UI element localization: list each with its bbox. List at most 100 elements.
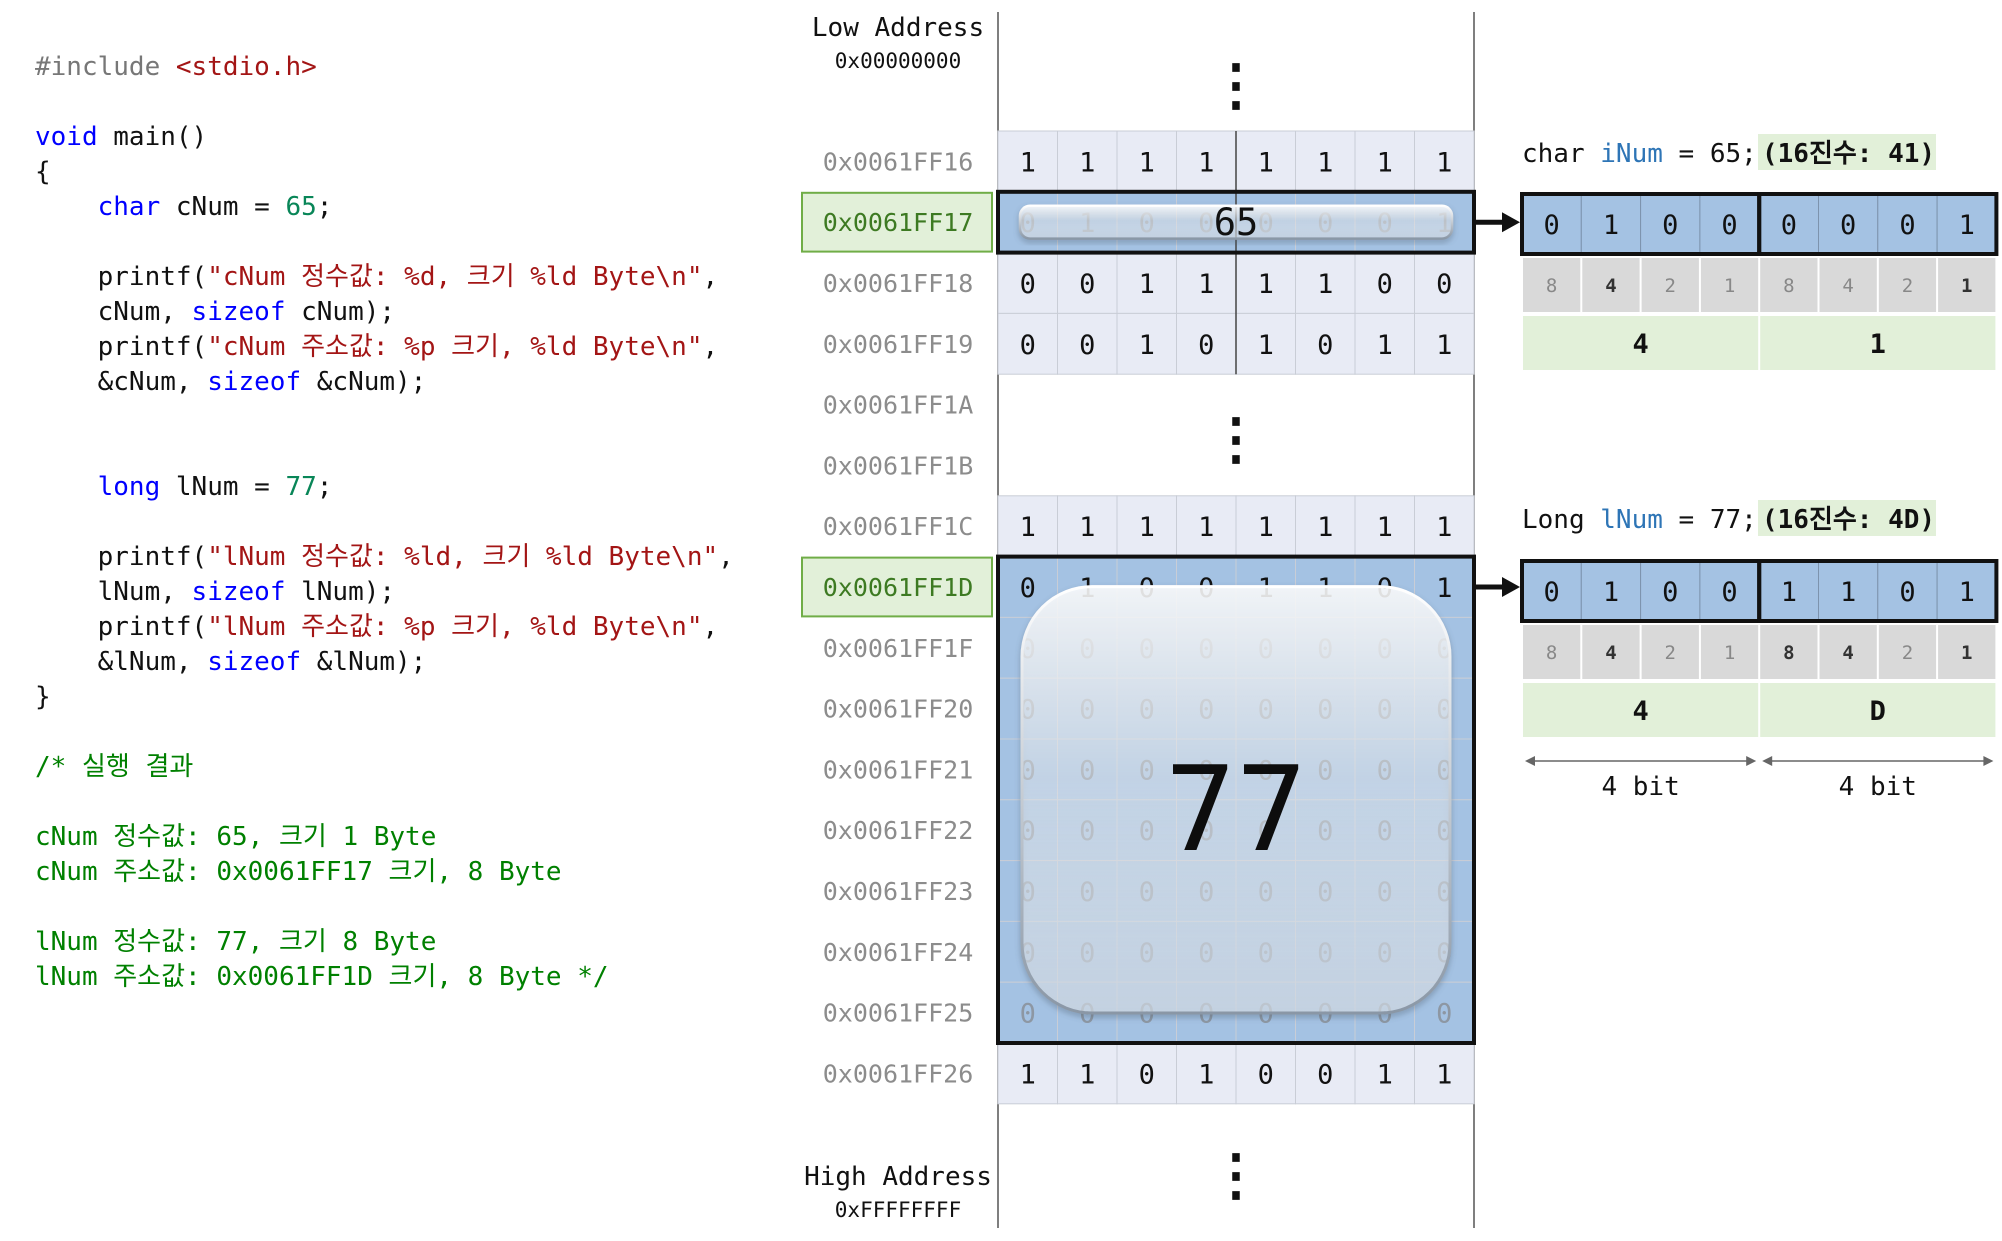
- code-line: #include <stdio.h>: [35, 50, 734, 85]
- code-token: sizeof: [191, 577, 286, 607]
- memory-bit-label: 1: [1317, 147, 1333, 178]
- code-token: sizeof: [191, 297, 286, 327]
- memory-ellipsis: ⋮: [1208, 53, 1264, 118]
- bit-weight-label: 4: [1842, 642, 1853, 664]
- bit-weight-label: 1: [1724, 275, 1735, 297]
- memory-address-label: 0x0061FF1A: [823, 391, 974, 420]
- binary-bit-label: 1: [1603, 210, 1619, 241]
- code-line: cNum, sizeof cNum);: [35, 295, 734, 330]
- binary-bit-cell: [1877, 560, 1938, 622]
- memory-address-label: 0x0061FF1C: [823, 512, 974, 541]
- memory-bit-label: 1: [1139, 147, 1155, 178]
- code-token: main(): [97, 122, 208, 152]
- memory-bit-label: 1: [1079, 147, 1095, 178]
- high-address-label: High Address: [804, 1162, 992, 1192]
- binary-bit-label: 1: [1959, 210, 1975, 241]
- binary-bit-label: 0: [1899, 210, 1915, 241]
- memory-bit-label: 1: [1377, 1059, 1393, 1090]
- declaration-token: Long: [1522, 505, 1600, 535]
- binary-bit-cell: [1640, 193, 1701, 255]
- memory-address-label: 0x0061FF1F: [823, 634, 974, 663]
- memory-bit-label: 1: [1198, 269, 1214, 300]
- bit-weight-cell: [1760, 258, 1818, 312]
- memory-bit-cell: [1235, 252, 1296, 314]
- bit-weight-cell: [1582, 625, 1640, 679]
- memory-bit-label: 1: [1377, 330, 1393, 361]
- memory-bit-label: 0: [1020, 330, 1036, 361]
- code-token: 77: [285, 472, 317, 502]
- memory-address-label: 0x0061FF23: [823, 877, 974, 906]
- nibble-value-cell: [1760, 316, 1996, 370]
- low-address-value: 0x00000000: [835, 49, 961, 73]
- memory-bit-label: 1: [1139, 330, 1155, 361]
- long-block-frame: [996, 554, 1476, 1045]
- nibble-value-label: 4: [1632, 329, 1648, 360]
- code-token: printf(: [35, 542, 208, 572]
- high-address-value: 0xFFFFFFFF: [835, 1198, 961, 1222]
- pointer-arrowhead: [1502, 577, 1520, 597]
- code-token: cNum 주소값: 0x0061FF17 크기, 8 Byte: [35, 857, 562, 887]
- code-token: ,: [702, 262, 719, 292]
- bit-weight-cell: [1938, 625, 1996, 679]
- memory-bit-cell: [1295, 252, 1356, 314]
- binary-bit-label: 0: [1662, 210, 1678, 241]
- address-highlight-box: [801, 556, 993, 618]
- code-token: 65: [285, 192, 317, 222]
- memory-bit-cell: [1176, 312, 1237, 375]
- bit-weight-cell: [1878, 258, 1937, 312]
- long-value-glass: [1020, 585, 1452, 1015]
- memory-bit-label: 1: [1436, 512, 1452, 543]
- binary-bit-label: 1: [1781, 577, 1797, 608]
- declaration-token: = 77;: [1663, 505, 1757, 535]
- code-token: printf(: [35, 612, 208, 642]
- memory-bit-cell: [1057, 252, 1118, 314]
- nibble-value-cell: [1523, 316, 1759, 370]
- code-token: char: [97, 192, 161, 222]
- bit-width-label: 4 bit: [1601, 772, 1679, 802]
- memory-bit-label: 1: [1079, 512, 1095, 543]
- declaration-token: char: [1522, 139, 1600, 169]
- memory-address-label: 0x0061FF1D: [823, 573, 974, 602]
- code-token: printf(: [35, 332, 208, 362]
- bit-width-label: 4 bit: [1839, 772, 1917, 802]
- code-token: ;: [316, 472, 333, 502]
- code-line: printf("cNum 정수값: %d, 크기 %ld Byte\n",: [35, 260, 734, 295]
- binary-bit-label: 0: [1781, 210, 1797, 241]
- bit-weight-cell: [1700, 258, 1759, 312]
- code-token: &cNum);: [301, 367, 427, 397]
- memory-bit-cell: [1235, 130, 1296, 193]
- bit-weight-label: 2: [1665, 642, 1676, 664]
- bit-weight-label: 1: [1961, 642, 1972, 664]
- code-line: cNum 주소값: 0x0061FF17 크기, 8 Byte: [35, 855, 734, 890]
- bit-weight-cell: [1641, 625, 1699, 679]
- code-token: &lNum);: [301, 647, 427, 677]
- code-line: long lNum = 77;: [35, 470, 734, 505]
- memory-bit-cell: [1354, 312, 1415, 375]
- memory-address-label: 0x0061FF24: [823, 938, 974, 967]
- memory-bit-label: 0: [1198, 330, 1214, 361]
- binary-bit-label: 0: [1544, 210, 1560, 241]
- memory-bit-label: 1: [1020, 512, 1036, 543]
- code-token: ,: [702, 332, 719, 362]
- code-token: lNum,: [35, 577, 192, 607]
- nibble-value-label: 4: [1632, 696, 1648, 727]
- code-token: sizeof: [207, 367, 302, 397]
- hex-note-background: [1758, 134, 1936, 170]
- bit-weight-label: 4: [1842, 275, 1853, 297]
- nibble-value-label: 1: [1870, 329, 1886, 360]
- memory-bit-label: 1: [1198, 147, 1214, 178]
- memory-bit-cell: [1176, 495, 1237, 558]
- address-highlight-box: [801, 191, 993, 253]
- code-token: cNum 정수값: 65, 크기 1 Byte: [35, 822, 437, 852]
- code-line: lNum 정수값: 77, 크기 8 Byte: [35, 925, 734, 960]
- memory-bit-label: 0: [1258, 1059, 1274, 1090]
- char-value-glass: [1018, 204, 1454, 240]
- binary-bit-label: 0: [1840, 210, 1856, 241]
- memory-ellipsis: ⋮: [1208, 1143, 1264, 1208]
- memory-bit-label: 0: [1079, 269, 1095, 300]
- memory-bit-cell: [1414, 1042, 1475, 1105]
- code-line: lNum 주소값: 0x0061FF1D 크기, 8 Byte */: [35, 960, 734, 995]
- declaration-token: = 65;: [1663, 139, 1757, 169]
- memory-address-label: 0x0061FF18: [823, 269, 974, 298]
